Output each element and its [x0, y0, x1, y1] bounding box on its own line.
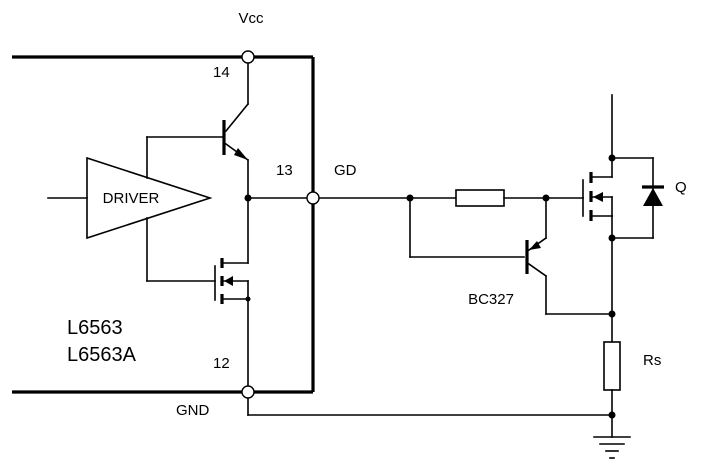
driver-output-wires	[146, 136, 223, 282]
sense-resistor-label: Rs	[643, 352, 661, 369]
driver-triangle	[86, 156, 213, 240]
ic-outline	[12, 55, 315, 394]
npn-transistor-upper	[222, 56, 250, 199]
pnp-transistor-label: BC327	[468, 291, 514, 308]
gate-drive-label: GD	[334, 162, 357, 179]
power-mosfet-q: Q	[582, 94, 687, 315]
gate-resistor	[455, 189, 505, 207]
gate-drive-network	[312, 189, 584, 258]
ground-label: GND	[176, 402, 210, 419]
ic-name-1: L6563	[67, 317, 123, 339]
pnp-transistor-bc327: BC327	[468, 197, 613, 315]
ground-symbol	[593, 436, 631, 459]
pin-vcc	[241, 50, 255, 64]
pin-gd-number: 13	[276, 162, 293, 179]
body-diode	[643, 188, 663, 206]
mosfet-label: Q	[675, 179, 687, 196]
sense-resistor-network: Rs	[603, 310, 661, 438]
driver-label: DRIVER	[103, 190, 160, 207]
pin-vcc-number: 14	[213, 64, 230, 81]
sense-resistor	[603, 341, 621, 391]
pin-gnd	[241, 385, 255, 399]
mosfet-lower	[214, 197, 251, 393]
pin-gnd-number: 12	[213, 355, 230, 372]
pin-gd	[306, 191, 320, 205]
supply-label: Vcc	[238, 10, 264, 27]
output-junction	[244, 194, 252, 202]
driver-amplifier: DRIVER	[47, 156, 213, 240]
ic-name-2: L6563A	[67, 344, 137, 366]
